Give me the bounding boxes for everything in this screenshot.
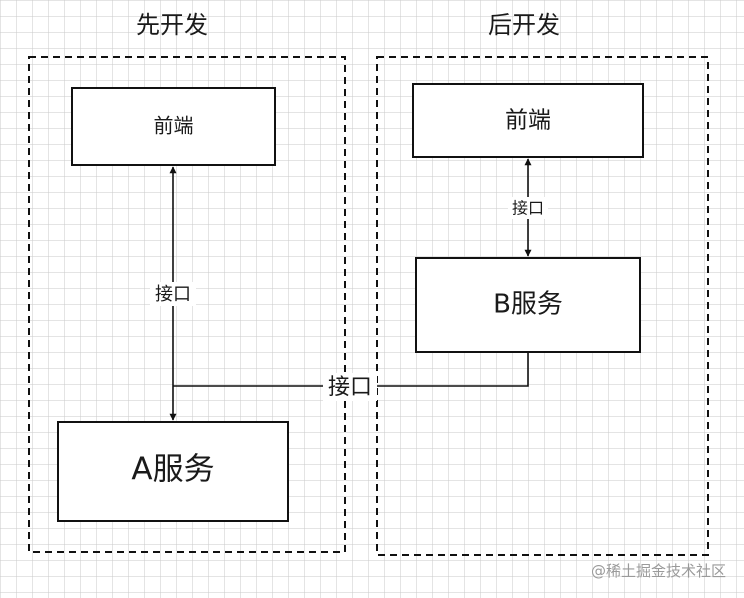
service-b-box [415, 257, 641, 353]
cross-interface-label: 接口 [328, 375, 372, 400]
frontend-right-label: 前端 [505, 108, 551, 134]
right-interface-label: 接口 [512, 199, 544, 218]
group-container-first [28, 56, 346, 553]
frontend-right-box [412, 83, 644, 158]
left-interface-label-bg [150, 282, 196, 306]
cross-interface-edge [173, 352, 529, 387]
cross-interface-label-bg [323, 373, 377, 401]
frontend-left-label: 前端 [154, 114, 194, 138]
right-interface-label-bg [508, 197, 548, 219]
watermark-text: @稀土掘金技术社区 [590, 562, 726, 580]
frontend-left-box [71, 87, 276, 166]
service-a-label: A服务 [131, 452, 214, 488]
left-interface-label: 接口 [155, 284, 191, 305]
group-container-later [376, 56, 709, 556]
service-a-box [57, 421, 289, 522]
group-title-later: 后开发 [488, 11, 560, 39]
group-title-first: 先开发 [136, 11, 208, 39]
service-b-label: B服务 [493, 290, 563, 320]
